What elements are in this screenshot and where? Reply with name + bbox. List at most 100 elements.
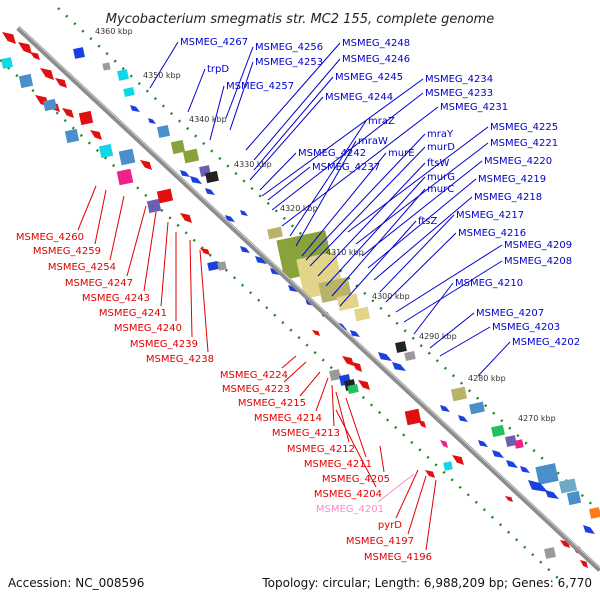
forward-gene-glyph: [404, 351, 416, 361]
forward-label-leader: [309, 146, 426, 267]
reverse-gene-glyph: [217, 261, 227, 271]
reverse-gene-glyph: [1, 57, 13, 69]
forward-gene-label: MSMEG_4267: [180, 37, 248, 48]
forward-gene-label: MSMEG_4208: [504, 256, 572, 267]
reverse-gene-glyph: [43, 98, 57, 112]
reverse-gene-label: MSMEG_4214: [254, 413, 322, 424]
reverse-label-lines: [77, 185, 437, 551]
forward-label-leader: [149, 41, 179, 89]
forward-gene-label: MSMEG_4248: [342, 38, 410, 49]
forward-label-leader: [261, 78, 424, 197]
reverse-gene-label: MSMEG_4243: [82, 293, 150, 304]
reverse-gene-glyph: [452, 455, 464, 465]
forward-gene-glyph: [288, 285, 298, 292]
reverse-gene-glyph: [352, 362, 362, 372]
forward-gene-glyph: [205, 170, 219, 184]
forward-label-leader: [355, 142, 489, 245]
reverse-gene-glyph: [580, 560, 588, 568]
kbp-tick-label: 4270 kbp: [518, 414, 556, 423]
forward-label-leader: [281, 106, 439, 227]
forward-gene-glyph: [558, 478, 578, 494]
reverse-gene-glyph: [312, 330, 320, 336]
forward-label-leader: [289, 120, 367, 237]
forward-label-leader: [229, 61, 254, 131]
reverse-label-leader: [283, 361, 307, 383]
forward-label-leader: [187, 68, 206, 113]
forward-gene-glyph: [102, 62, 111, 71]
forward-gene-glyph: [378, 352, 392, 361]
reverse-gene-glyph: [180, 213, 192, 223]
forward-gene-glyph: [506, 460, 518, 468]
kbp-tick-label: 4300 kbp: [372, 292, 410, 301]
reverse-label-leader: [395, 469, 419, 519]
forward-gene-glyph: [520, 466, 530, 473]
forward-gene-glyph: [182, 148, 200, 164]
forward-gene-label: MSMEG_4202: [512, 337, 580, 348]
reverse-label-leader: [160, 221, 169, 307]
forward-label-leader: [249, 96, 324, 181]
forward-gene-label: MSMEG_4221: [490, 138, 558, 149]
reverse-label-leader: [345, 397, 367, 458]
reverse-gene-glyph: [200, 248, 210, 255]
kbp-tick-label: 4320 kbp: [280, 204, 318, 213]
reverse-gene-label: MSMEG_4224: [220, 370, 288, 381]
forward-gene-glyph: [240, 210, 248, 216]
reverse-gene-labels: MSMEG_4260MSMEG_4259MSMEG_4254MSMEG_4247…: [16, 232, 432, 563]
forward-label-leader: [439, 326, 491, 357]
forward-label-leader: [339, 220, 417, 307]
forward-gene-glyph: [350, 330, 360, 337]
reverse-gene-label: MSMEG_4240: [114, 323, 182, 334]
forward-label-leader: [317, 162, 426, 277]
forward-gene-glyph: [395, 341, 407, 353]
reverse-label-leader: [126, 205, 147, 277]
reverse-gene-glyph: [64, 128, 80, 144]
forward-gene-glyph: [478, 440, 488, 447]
reverse-label-leader: [281, 355, 297, 369]
reverse-gene-glyph: [118, 148, 136, 166]
reverse-gene-label: MSMEG_4205: [322, 474, 390, 485]
reverse-gene-label: MSMEG_4254: [48, 262, 116, 273]
forward-gene-label: murD: [427, 142, 455, 153]
reverse-gene-glyph: [505, 496, 513, 502]
reverse-gene-label: MSMEG_4201: [316, 504, 384, 515]
forward-gene-label: MSMEG_4207: [476, 308, 544, 319]
reverse-label-leader: [94, 189, 107, 245]
forward-gene-label: MSMEG_4256: [255, 42, 323, 53]
reverse-gene-glyph: [440, 440, 448, 448]
forward-gene-label: mraZ: [368, 116, 395, 127]
forward-label-leader: [305, 133, 426, 261]
kbp-tick-label: 4310 kbp: [326, 248, 364, 257]
forward-gene-labels: MSMEG_4267trpDMSMEG_4256MSMEG_4253MSMEG_…: [180, 37, 580, 348]
forward-gene-glyph: [170, 139, 186, 155]
reverse-gene-glyph: [40, 68, 54, 80]
forward-gene-glyph: [130, 105, 140, 112]
reverse-gene-label: MSMEG_4196: [364, 552, 432, 563]
forward-label-leader: [379, 214, 455, 293]
forward-gene-glyph: [492, 450, 504, 458]
forward-label-leader: [361, 160, 483, 257]
forward-gene-label: ftsZ: [418, 216, 437, 227]
forward-label-leader: [429, 312, 475, 349]
forward-label-leader: [395, 244, 503, 313]
reverse-gene-glyph: [156, 188, 174, 204]
forward-gene-glyph: [255, 256, 267, 264]
reverse-gene-label: MSMEG_4215: [238, 398, 306, 409]
forward-label-leader: [209, 85, 225, 141]
forward-gene-label: trpD: [207, 64, 229, 75]
reverse-gene-glyph: [62, 108, 74, 118]
forward-gene-glyph: [148, 118, 156, 124]
reverse-label-leader: [299, 371, 321, 397]
forward-gene-label: murG: [427, 172, 455, 183]
reverse-gene-label: MSMEG_4247: [65, 278, 133, 289]
reverse-gene-label: MSMEG_4241: [99, 308, 167, 319]
forward-gene-label: MSMEG_4210: [455, 278, 523, 289]
forward-gene-glyph: [440, 405, 450, 412]
forward-gene-glyph: [123, 87, 135, 97]
outer-scale-dots: [57, 7, 600, 513]
reverse-gene-glyph: [18, 73, 34, 89]
reverse-gene-glyph: [18, 42, 32, 54]
forward-gene-glyph: [392, 362, 406, 371]
forward-gene-glyph: [583, 525, 595, 534]
reverse-label-leader: [331, 384, 335, 427]
